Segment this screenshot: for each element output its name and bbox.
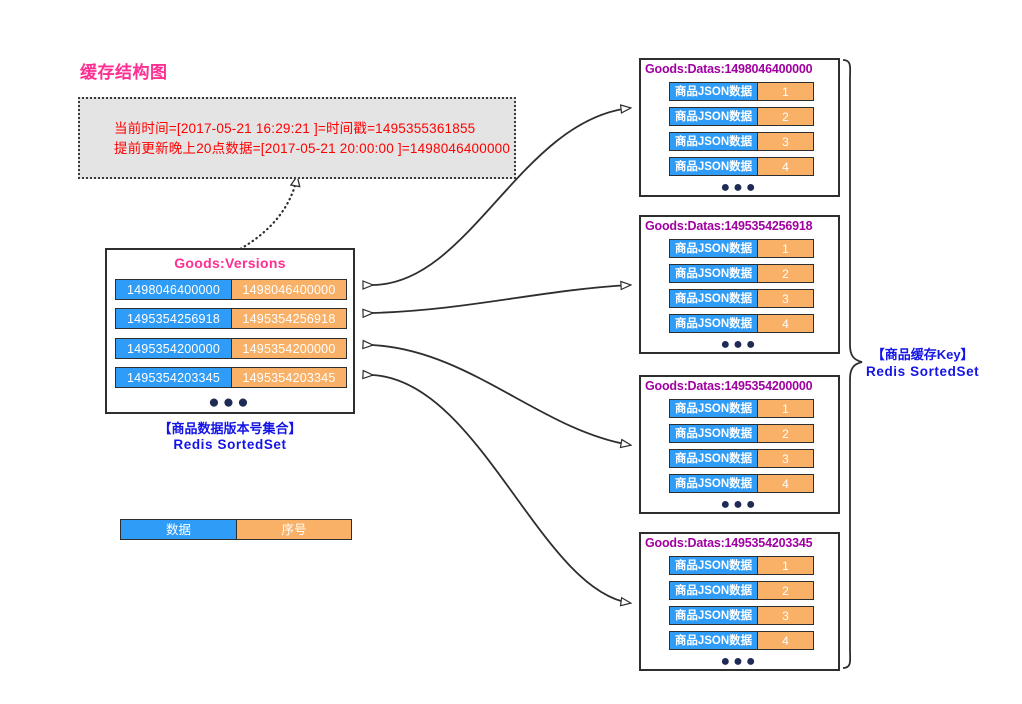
datas-row-key: 商品JSON数据 xyxy=(669,424,757,443)
datas-row-index: 3 xyxy=(757,449,814,468)
datas-row[interactable]: 商品JSON数据 1 xyxy=(669,239,814,258)
datas-row-key: 商品JSON数据 xyxy=(669,606,757,625)
datas-row[interactable]: 商品JSON数据 4 xyxy=(669,314,814,333)
datas-row[interactable]: 商品JSON数据 3 xyxy=(669,606,814,625)
connector-versions-row2 xyxy=(372,285,630,313)
datas-row-key: 商品JSON数据 xyxy=(669,82,757,101)
datas-ellipsis: ●●● xyxy=(720,179,759,196)
goods-datas-header: Goods:Datas:1495354203345 xyxy=(645,536,813,550)
datas-row-index: 4 xyxy=(757,631,814,650)
goods-datas-panel-2: Goods:Datas:1495354256918 商品JSON数据 1 商品J… xyxy=(639,215,840,354)
versions-caption: 【商品数据版本号集合】 Redis SortedSet xyxy=(120,421,340,453)
versions-row-key: 1495354200000 xyxy=(115,338,231,359)
versions-row[interactable]: 1495354200000 1495354200000 xyxy=(115,338,347,359)
datas-ellipsis: ●●● xyxy=(720,653,759,670)
goods-datas-header: Goods:Datas:1498046400000 xyxy=(645,62,813,76)
datas-row-key: 商品JSON数据 xyxy=(669,239,757,258)
versions-row-score: 1498046400000 xyxy=(231,279,347,300)
goods-versions-header: Goods:Versions xyxy=(174,255,286,271)
datas-caption-line2: Redis SortedSet xyxy=(866,364,980,379)
datas-row-index: 2 xyxy=(757,581,814,600)
datas-row-key: 商品JSON数据 xyxy=(669,581,757,600)
versions-row-key: 1495354203345 xyxy=(115,367,231,388)
note-line-current-time: 当前时间=[2017-05-21 16:29:21 ]=时间戳=14953553… xyxy=(114,121,476,136)
datas-row-index: 2 xyxy=(757,107,814,126)
datas-row-key: 商品JSON数据 xyxy=(669,132,757,151)
datas-row-index: 1 xyxy=(757,82,814,101)
versions-row-score: 1495354203345 xyxy=(231,367,347,388)
datas-row[interactable]: 商品JSON数据 4 xyxy=(669,631,814,650)
goods-versions-panel: Goods:Versions 1498046400000 14980464000… xyxy=(105,248,355,414)
versions-row-key: 1495354256918 xyxy=(115,308,231,329)
datas-caption: 【商品缓存Key】 Redis SortedSet xyxy=(866,346,979,380)
datas-row[interactable]: 商品JSON数据 2 xyxy=(669,581,814,600)
goods-datas-header: Goods:Datas:1495354200000 xyxy=(645,379,813,393)
datas-ellipsis: ●●● xyxy=(720,336,759,353)
datas-ellipsis: ●●● xyxy=(720,496,759,513)
datas-row-key: 商品JSON数据 xyxy=(669,474,757,493)
right-brace xyxy=(842,59,863,669)
datas-row[interactable]: 商品JSON数据 1 xyxy=(669,399,814,418)
datas-caption-line1: 【商品缓存Key】 xyxy=(871,347,974,362)
page-title: 缓存结构图 xyxy=(80,63,168,82)
datas-row[interactable]: 商品JSON数据 1 xyxy=(669,82,814,101)
datas-row-key: 商品JSON数据 xyxy=(669,399,757,418)
versions-row-score: 1495354200000 xyxy=(231,338,347,359)
datas-row-index: 1 xyxy=(757,239,814,258)
versions-ellipsis: ●●● xyxy=(208,392,252,413)
note-box: 当前时间=[2017-05-21 16:29:21 ]=时间戳=14953553… xyxy=(78,97,516,179)
legend-index-swatch: 序号 xyxy=(236,519,352,540)
versions-row[interactable]: 1495354203345 1495354203345 xyxy=(115,367,347,388)
datas-row-index: 3 xyxy=(757,289,814,308)
versions-caption-line2: Redis SortedSet xyxy=(173,437,287,452)
datas-row[interactable]: 商品JSON数据 2 xyxy=(669,424,814,443)
datas-row[interactable]: 商品JSON数据 2 xyxy=(669,107,814,126)
datas-row-index: 4 xyxy=(757,314,814,333)
goods-datas-panel-1: Goods:Datas:1498046400000 商品JSON数据 1 商品J… xyxy=(639,58,840,197)
datas-row-index: 4 xyxy=(757,157,814,176)
datas-row[interactable]: 商品JSON数据 2 xyxy=(669,264,814,283)
datas-row-key: 商品JSON数据 xyxy=(669,314,757,333)
datas-row-index: 4 xyxy=(757,474,814,493)
connector-versions-row3 xyxy=(372,345,630,445)
datas-row-index: 1 xyxy=(757,399,814,418)
legend: 数据 序号 xyxy=(120,519,352,540)
versions-row[interactable]: 1498046400000 1498046400000 xyxy=(115,279,347,300)
datas-row-key: 商品JSON数据 xyxy=(669,157,757,176)
datas-row-key: 商品JSON数据 xyxy=(669,289,757,308)
goods-datas-header: Goods:Datas:1495354256918 xyxy=(645,219,813,233)
datas-row-index: 3 xyxy=(757,132,814,151)
datas-row-index: 1 xyxy=(757,556,814,575)
versions-row-key: 1498046400000 xyxy=(115,279,231,300)
datas-row[interactable]: 商品JSON数据 4 xyxy=(669,157,814,176)
datas-row-index: 3 xyxy=(757,606,814,625)
datas-row[interactable]: 商品JSON数据 1 xyxy=(669,556,814,575)
legend-data-swatch: 数据 xyxy=(120,519,236,540)
datas-row-key: 商品JSON数据 xyxy=(669,556,757,575)
versions-row-score: 1495354256918 xyxy=(231,308,347,329)
datas-row[interactable]: 商品JSON数据 3 xyxy=(669,449,814,468)
connector-versions-row4 xyxy=(372,375,630,603)
datas-row-key: 商品JSON数据 xyxy=(669,264,757,283)
versions-caption-line1: 【商品数据版本号集合】 xyxy=(158,421,302,436)
goods-datas-panel-3: Goods:Datas:1495354200000 商品JSON数据 1 商品J… xyxy=(639,375,840,514)
datas-row-key: 商品JSON数据 xyxy=(669,631,757,650)
datas-row-key: 商品JSON数据 xyxy=(669,107,757,126)
note-line-prefetch: 提前更新晚上20点数据=[2017-05-21 20:00:00 ]=14980… xyxy=(114,141,511,156)
datas-row[interactable]: 商品JSON数据 3 xyxy=(669,289,814,308)
datas-row-index: 2 xyxy=(757,424,814,443)
datas-row[interactable]: 商品JSON数据 3 xyxy=(669,132,814,151)
datas-row[interactable]: 商品JSON数据 4 xyxy=(669,474,814,493)
datas-row-index: 2 xyxy=(757,264,814,283)
goods-datas-panel-4: Goods:Datas:1495354203345 商品JSON数据 1 商品J… xyxy=(639,532,840,671)
datas-row-key: 商品JSON数据 xyxy=(669,449,757,468)
versions-row[interactable]: 1495354256918 1495354256918 xyxy=(115,308,347,329)
